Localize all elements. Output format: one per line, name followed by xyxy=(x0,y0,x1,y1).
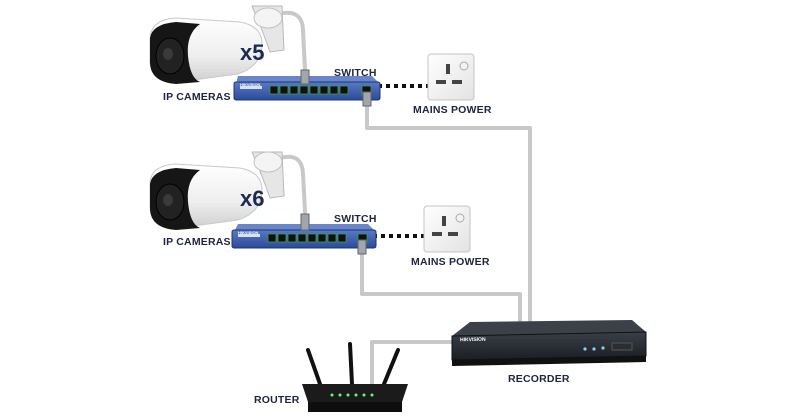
camera-label: IP CAMERAS xyxy=(163,91,231,103)
mains-power-label: MAINS POWER xyxy=(413,104,492,116)
camera-label: IP CAMERAS xyxy=(163,236,231,248)
switch-brand: HIKVISION xyxy=(238,230,259,235)
recorder-brand: HIKVISION xyxy=(460,336,486,344)
switch-label: SWITCH xyxy=(334,67,377,79)
camera-quantity: x5 xyxy=(240,40,265,65)
switch-brand: HIKVISION xyxy=(240,82,261,87)
ip-camera-icon xyxy=(149,151,285,230)
switch-label: SWITCH xyxy=(334,213,377,225)
router-label: ROUTER xyxy=(254,394,300,406)
poe-switch-icon xyxy=(231,213,377,255)
recorder-icon xyxy=(451,320,647,366)
uplink-cable-1 xyxy=(365,93,532,324)
power-cords xyxy=(373,84,434,238)
router-cable xyxy=(370,340,464,386)
recorder-label: RECORDER xyxy=(508,373,570,385)
camera-cable-2 xyxy=(278,154,307,214)
uplink-cable-2 xyxy=(360,242,522,324)
mains-socket-icon xyxy=(427,53,475,101)
ip-camera-icon xyxy=(149,5,285,84)
mains-power-label: MAINS POWER xyxy=(411,256,490,268)
mains-socket-icon xyxy=(423,205,471,253)
router-icon xyxy=(302,342,408,412)
poe-switch-icon xyxy=(233,69,381,107)
cables xyxy=(276,10,532,386)
camera-quantity: x6 xyxy=(240,186,265,211)
